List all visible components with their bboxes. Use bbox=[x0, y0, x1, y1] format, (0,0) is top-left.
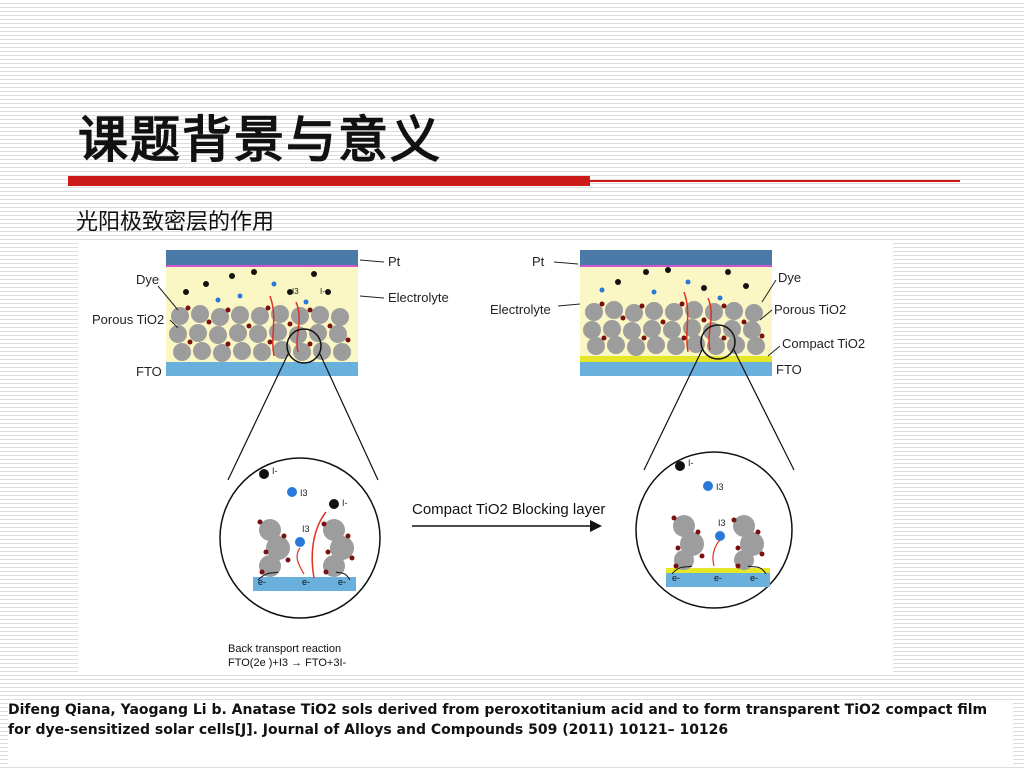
left-fto-layer bbox=[166, 362, 358, 376]
figure-svg: Pt Electrolyte Dye Porous TiO2 FTO I3 I- bbox=[92, 250, 865, 669]
right-zoom-dye bbox=[671, 515, 765, 569]
right-label-porous: Porous TiO2 bbox=[774, 302, 846, 317]
left-small-iminus: I- bbox=[320, 287, 325, 296]
right-zoom: I- I3 I3 e- e- e- bbox=[635, 451, 793, 609]
left-dye-dots bbox=[185, 305, 351, 347]
left-zoom-electron-path bbox=[311, 511, 327, 579]
right-electrolyte-pointer bbox=[557, 303, 581, 307]
right-zoom-ion-blue bbox=[703, 481, 713, 491]
left-zoom-label-i3-b: I3 bbox=[302, 524, 310, 534]
left-zoom-particles bbox=[259, 519, 354, 577]
back-transport-title: Back transport reaction bbox=[228, 643, 341, 655]
right-zoom-electron-path bbox=[712, 539, 721, 567]
left-zoom: I- I3 I- I3 e- e- e- bbox=[219, 457, 381, 619]
left-small-i3: I3 bbox=[292, 287, 299, 296]
slide-subtitle: 光阳极致密层的作用 bbox=[76, 210, 275, 235]
left-zoom-label-i3: I3 bbox=[300, 488, 308, 498]
right-dye-dots bbox=[599, 301, 765, 341]
right-zoom-ion-blue-2 bbox=[715, 531, 725, 541]
back-transport-equation: FTO(2e )+I3 → FTO+3I- bbox=[228, 657, 347, 669]
right-label-compact: Compact TiO2 bbox=[782, 336, 865, 351]
left-dye-pointer bbox=[157, 285, 179, 311]
title-accent-line bbox=[590, 180, 960, 182]
right-zoom-ion-black bbox=[675, 461, 685, 471]
left-zoom-electron-left bbox=[257, 571, 279, 581]
left-zoom-label-iminus-1: I- bbox=[272, 466, 278, 476]
left-label-dye: Dye bbox=[136, 272, 159, 287]
right-pt-layer bbox=[580, 250, 772, 266]
right-dye-pointer bbox=[761, 279, 777, 303]
right-cell: Pt Electrolyte Dye Porous TiO2 Compact T… bbox=[490, 250, 865, 377]
right-zoom-e1: e- bbox=[672, 573, 680, 583]
left-label-electrolyte: Electrolyte bbox=[388, 290, 449, 305]
left-zoom-ion-blue bbox=[287, 487, 297, 497]
left-electron-path-2 bbox=[295, 301, 300, 353]
right-zoom-e3: e- bbox=[750, 573, 758, 583]
left-zoom-fto bbox=[253, 577, 356, 591]
left-label-pt: Pt bbox=[388, 254, 401, 269]
right-zoom-label-i3: I3 bbox=[716, 482, 724, 492]
right-compact-layer bbox=[580, 356, 772, 362]
left-label-porous: Porous TiO2 bbox=[92, 312, 164, 327]
right-zoom-label-i3-b: I3 bbox=[718, 518, 726, 528]
left-pt-layer bbox=[166, 250, 358, 266]
left-cell: Pt Electrolyte Dye Porous TiO2 FTO I3 I- bbox=[92, 250, 449, 379]
left-pt-line bbox=[166, 265, 358, 267]
right-zoom-e2: e- bbox=[714, 573, 722, 583]
left-porous-particles bbox=[169, 305, 351, 362]
left-zoom-label-iminus-2: I- bbox=[342, 498, 348, 508]
right-zoom-line-b bbox=[733, 349, 795, 471]
slide-title: 课题背景与意义 bbox=[78, 111, 442, 169]
blocking-layer-label: Compact TiO2 Blocking layer bbox=[412, 501, 605, 518]
left-pt-pointer bbox=[359, 259, 385, 263]
left-magnify-circle bbox=[286, 328, 322, 364]
right-zoom-label-iminus: I- bbox=[688, 458, 694, 468]
dssc-compact-layer-figure: Pt Electrolyte Dye Porous TiO2 FTO I3 I- bbox=[78, 240, 893, 672]
right-porous-pointer bbox=[759, 309, 773, 321]
right-label-fto: FTO bbox=[776, 362, 802, 377]
left-zoom-back-transport bbox=[296, 547, 305, 575]
right-zoom-compact bbox=[666, 568, 770, 573]
right-label-dye: Dye bbox=[778, 270, 801, 285]
left-zoom-e2: e- bbox=[302, 577, 310, 587]
left-electrolyte-pointer bbox=[359, 295, 385, 299]
right-zoom-fto bbox=[666, 573, 770, 587]
right-magnify-circle bbox=[700, 324, 736, 360]
left-ions bbox=[183, 269, 331, 305]
right-zoom-electron-left bbox=[671, 565, 693, 575]
left-zoom-electron-right bbox=[335, 571, 351, 581]
right-label-electrolyte: Electrolyte bbox=[490, 302, 551, 317]
left-zoom-line-b bbox=[319, 353, 379, 481]
left-zoom-e3: e- bbox=[338, 577, 346, 587]
right-zoom-line-a bbox=[643, 349, 703, 471]
title-accent-bar bbox=[68, 176, 590, 186]
blocking-layer-arrow-head bbox=[590, 520, 602, 532]
right-electron-path-2 bbox=[707, 297, 712, 351]
right-pt-line bbox=[580, 265, 772, 267]
left-zoom-line-a bbox=[227, 353, 289, 481]
right-electron-path bbox=[683, 291, 689, 353]
right-ions bbox=[599, 267, 749, 301]
left-zoom-ion-blue-2 bbox=[295, 537, 305, 547]
right-label-pt: Pt bbox=[532, 254, 545, 269]
right-porous-particles bbox=[583, 301, 765, 356]
left-porous-pointer bbox=[169, 319, 179, 329]
right-zoom-electron-right bbox=[747, 565, 767, 575]
left-electron-path bbox=[269, 295, 275, 357]
right-compact-pointer bbox=[767, 345, 781, 357]
left-zoom-ion-black-1 bbox=[259, 469, 269, 479]
citation: Difeng Qiana, Yaogang Li b. Anatase TiO2… bbox=[8, 700, 1013, 764]
right-fto-layer bbox=[580, 362, 772, 376]
left-label-fto: FTO bbox=[136, 364, 162, 379]
right-pt-pointer bbox=[553, 261, 579, 265]
left-zoom-e1: e- bbox=[258, 577, 266, 587]
left-zoom-ion-black-2 bbox=[329, 499, 339, 509]
left-zoom-dye bbox=[257, 519, 355, 575]
